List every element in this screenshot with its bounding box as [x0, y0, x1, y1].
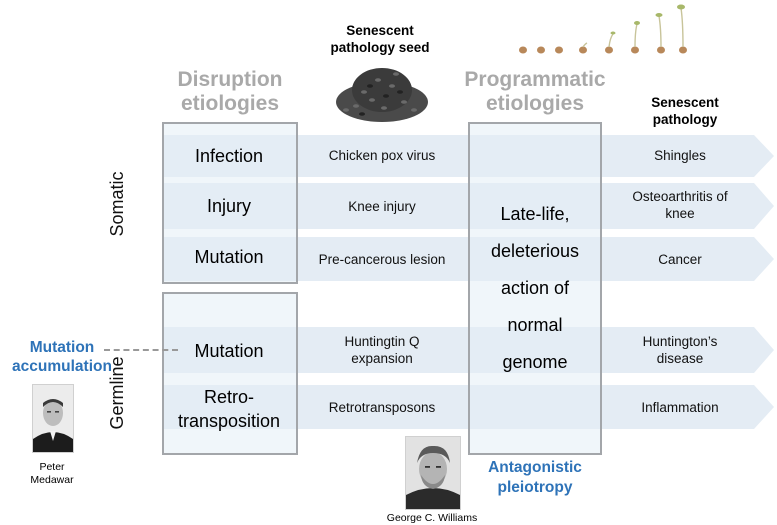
medawar-caption: Peter Medawar	[18, 461, 86, 487]
programmatic-line-5: genome	[502, 352, 568, 372]
disruption-header: Disruption etiologies	[160, 68, 300, 116]
seed-huntingtin: Huntingtin Q expansion	[300, 333, 464, 367]
etiology-infection: Infection	[194, 146, 264, 166]
programmatic-header: Programmatic etiologies	[450, 68, 620, 116]
medawar-line2: Medawar	[30, 474, 74, 486]
seed-pile-image	[334, 62, 430, 131]
disruption-header-line2: etiologies	[180, 92, 280, 115]
pathology-huntingtons: Huntington’s disease	[610, 333, 750, 367]
pathology-header-line1: Senescent	[651, 95, 719, 110]
osteo-line2: knee	[665, 206, 695, 221]
germination-image	[515, 0, 695, 65]
antagonistic-line2: pleiotropy	[497, 479, 573, 496]
seed-header-line2: pathology seed	[330, 40, 430, 55]
huntingtons-line1: Huntington’s	[642, 334, 718, 349]
programmatic-header-line2: etiologies	[485, 92, 585, 115]
programmatic-header-line1: Programmatic	[464, 68, 606, 91]
retro-line1: Retro-	[203, 387, 254, 407]
pathology-header-line2: pathology	[652, 112, 718, 127]
seed-huntingtin-line2: expansion	[351, 351, 413, 366]
pathology-inflammation: Inflammation	[641, 400, 719, 415]
seed-header: Senescent pathology seed	[320, 22, 440, 56]
mutation-accumulation-label: Mutation accumulation	[0, 338, 124, 376]
programmatic-box-text: Late-life, deleterious action of normal …	[468, 196, 602, 381]
osteo-line1: Osteoarthritis of	[632, 189, 728, 204]
mutation-accumulation-line2: accumulation	[12, 358, 112, 375]
somatic-etiology-box	[162, 122, 298, 284]
programmatic-line-4: normal	[507, 315, 563, 335]
programmatic-line-3: action of	[500, 278, 570, 298]
pathology-cancer: Cancer	[658, 252, 702, 267]
pathology-shingles: Shingles	[654, 148, 706, 163]
george-williams-photo	[405, 436, 461, 510]
etiology-mutation-germline: Mutation	[194, 341, 264, 361]
antagonistic-line1: Antagonistic	[488, 459, 582, 476]
etiology-injury: Injury	[206, 196, 251, 216]
retro-line2: transposition	[177, 411, 281, 431]
pathology-header: Senescent pathology	[630, 94, 740, 128]
programmatic-etiology-box	[468, 122, 602, 455]
germline-etiology-box	[162, 292, 298, 455]
peter-medawar-photo	[32, 384, 74, 453]
medawar-line1: Peter	[39, 461, 65, 473]
antagonistic-pleiotropy-label: Antagonistic pleiotropy	[462, 458, 608, 498]
disruption-header-line1: Disruption	[177, 68, 283, 91]
williams-caption: George C. Williams	[386, 512, 478, 524]
seed-huntingtin-line1: Huntingtin Q	[344, 334, 420, 349]
programmatic-line-2: deleterious	[490, 241, 580, 261]
mutation-accumulation-line1: Mutation	[29, 339, 95, 356]
seed-retrotransposons: Retrotransposons	[328, 400, 436, 415]
dashed-connector	[104, 349, 178, 351]
seed-header-line1: Senescent	[346, 23, 414, 38]
programmatic-line-1: Late-life,	[500, 204, 570, 224]
seed-chicken-pox: Chicken pox virus	[328, 148, 436, 163]
seed-precancerous-lesion: Pre-cancerous lesion	[318, 252, 446, 267]
pathology-osteoarthritis: Osteoarthritis of knee	[610, 188, 750, 222]
huntingtons-line2: disease	[656, 351, 704, 366]
somatic-label: Somatic	[107, 171, 127, 237]
seed-knee-injury: Knee injury	[348, 199, 416, 214]
etiology-mutation-somatic: Mutation	[194, 247, 264, 267]
etiology-retrotransposition: Retro- transposition	[162, 385, 296, 433]
